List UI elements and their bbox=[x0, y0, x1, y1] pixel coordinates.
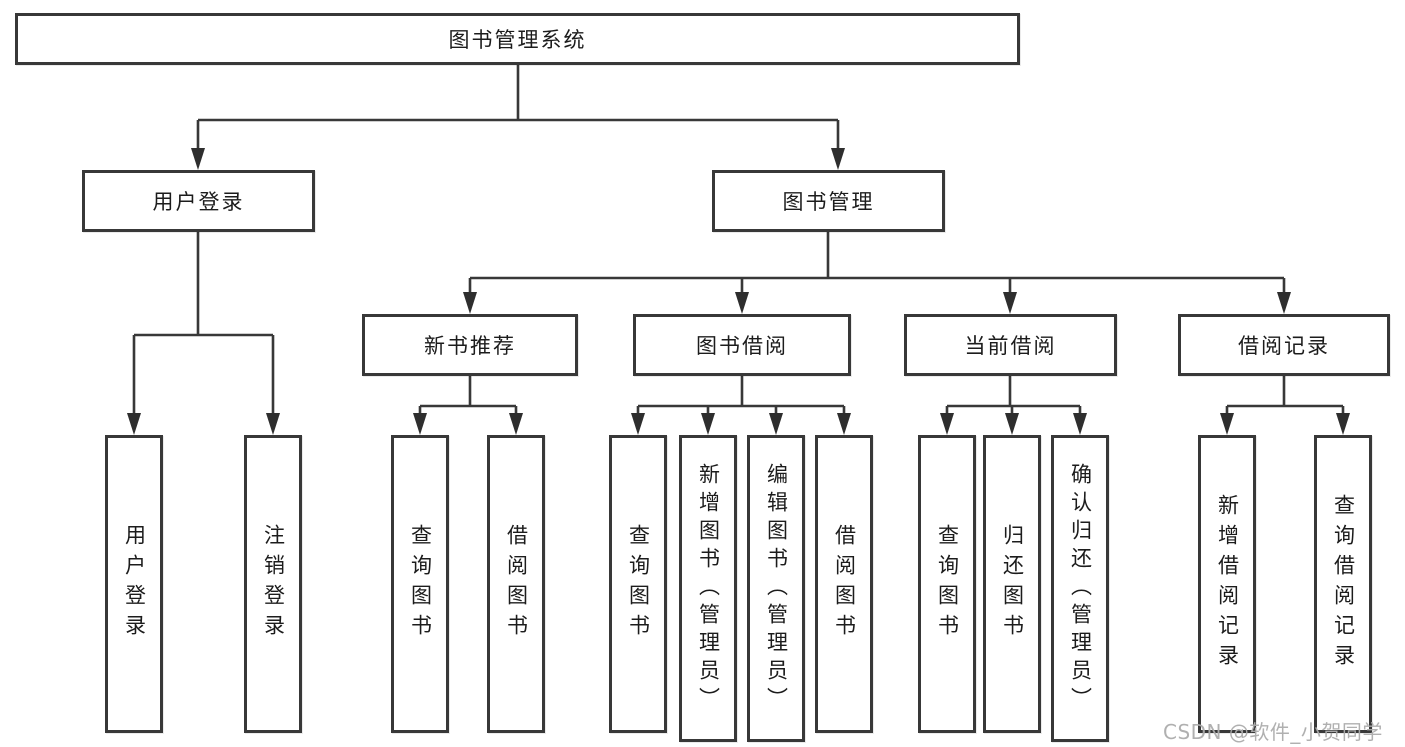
leaf-label: 借阅图书 bbox=[504, 524, 529, 644]
leaf-edit-books-admin: 编辑图书（管理员） bbox=[747, 435, 805, 742]
node-label: 用户登录 bbox=[152, 190, 245, 214]
node-current-borrowing: 当前借阅 bbox=[904, 314, 1117, 376]
node-label: 图书借阅 bbox=[696, 334, 788, 358]
node-library-management-system: 图书管理系统 bbox=[15, 13, 1020, 65]
leaf-label: 查询图书 bbox=[626, 524, 651, 644]
node-user-login: 用户登录 bbox=[82, 170, 315, 232]
leaf-label: 新增图书（管理员） bbox=[696, 462, 721, 715]
leaf-label: 查询借阅记录 bbox=[1331, 494, 1356, 674]
leaf-query-books-current: 查询图书 bbox=[918, 435, 976, 733]
node-label: 图书管理 bbox=[782, 190, 875, 214]
leaf-query-books-recommend: 查询图书 bbox=[391, 435, 449, 733]
leaf-query-books-borrow: 查询图书 bbox=[609, 435, 667, 733]
leaf-add-borrow-record: 新增借阅记录 bbox=[1198, 435, 1256, 733]
node-label: 当前借阅 bbox=[964, 334, 1057, 358]
leaf-return-books: 归还图书 bbox=[983, 435, 1041, 733]
leaf-label: 归还图书 bbox=[1000, 524, 1025, 644]
leaf-label: 注销登录 bbox=[261, 524, 286, 644]
leaf-confirm-return-admin: 确认归还（管理员） bbox=[1051, 435, 1109, 742]
leaf-user-login: 用户登录 bbox=[105, 435, 163, 733]
leaf-label: 查询图书 bbox=[935, 524, 960, 644]
leaf-query-borrow-record: 查询借阅记录 bbox=[1314, 435, 1372, 733]
leaf-label: 查询图书 bbox=[408, 524, 433, 644]
leaf-label: 新增借阅记录 bbox=[1215, 494, 1240, 674]
leaf-label: 借阅图书 bbox=[832, 524, 857, 644]
csdn-watermark: CSDN @软件_小贺同学 bbox=[1163, 720, 1383, 744]
leaf-label: 用户登录 bbox=[122, 524, 147, 644]
leaf-logout: 注销登录 bbox=[244, 435, 302, 733]
node-new-book-recommendation: 新书推荐 bbox=[362, 314, 578, 376]
leaf-label: 编辑图书（管理员） bbox=[764, 462, 789, 715]
leaf-borrow-books: 借阅图书 bbox=[815, 435, 873, 733]
leaf-label: 确认归还（管理员） bbox=[1068, 462, 1093, 715]
node-borrowing-records: 借阅记录 bbox=[1178, 314, 1390, 376]
node-label: 借阅记录 bbox=[1238, 334, 1330, 358]
leaf-borrow-books-recommend: 借阅图书 bbox=[487, 435, 545, 733]
node-label: 图书管理系统 bbox=[448, 28, 587, 52]
node-book-management: 图书管理 bbox=[712, 170, 945, 232]
node-label: 新书推荐 bbox=[424, 334, 516, 358]
leaf-add-books-admin: 新增图书（管理员） bbox=[679, 435, 737, 742]
node-book-borrowing: 图书借阅 bbox=[633, 314, 851, 376]
